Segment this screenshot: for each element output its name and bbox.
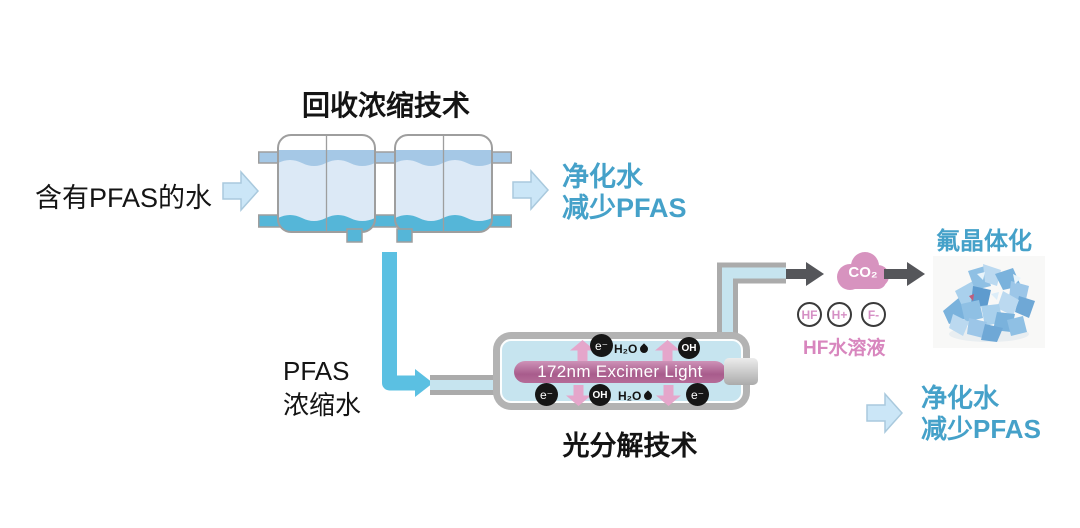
input-water-label: 含有PFAS的水 xyxy=(35,183,213,213)
electron-label: e⁻ xyxy=(539,387,553,402)
photolysis-reactor: 172nm Excimer Light e⁻ H₂O OH e⁻ OH H₂O xyxy=(493,332,758,410)
concentrate-label: PFAS 浓缩水 xyxy=(283,354,361,422)
concentrate-flow-arrow xyxy=(382,252,433,397)
hydroxyl-icon: OH xyxy=(678,337,700,359)
purified-bottom-line2: 减少PFAS xyxy=(921,414,1041,444)
water-molecule: H₂O xyxy=(618,389,655,403)
concentrate-line1: PFAS xyxy=(283,356,350,386)
ion-circle-f: F- xyxy=(861,302,886,327)
purified-water-label-bottom: 净化水 减少PFAS xyxy=(921,383,1041,445)
purified-flow-arrow-bottom-icon xyxy=(866,392,904,434)
ion-hf-label: HF xyxy=(801,307,818,322)
tank-top-pipe xyxy=(258,151,512,164)
tank-drain-nozzle xyxy=(396,228,413,243)
ion-circle-hf: HF xyxy=(797,302,822,327)
hydroxyl-icon: OH xyxy=(589,384,611,406)
ion-circle-h: H+ xyxy=(827,302,852,327)
hydroxyl-label: OH xyxy=(681,342,697,354)
recovery-title: 回收浓缩技术 xyxy=(301,90,470,121)
electron-icon: e⁻ xyxy=(535,383,558,406)
electron-label: e⁻ xyxy=(594,338,608,353)
input-flow-arrow-icon xyxy=(222,170,260,212)
tank-2 xyxy=(394,134,493,233)
reactor-outlet-pipe xyxy=(717,262,786,347)
lamp-label: 172nm Excimer Light xyxy=(537,362,703,381)
water-molecule: H₂O xyxy=(614,342,651,356)
hydroxyl-label: OH xyxy=(592,389,608,401)
ion-f-label: F- xyxy=(867,307,880,322)
purified-top-line2: 减少PFAS xyxy=(562,193,687,223)
co2-cloud xyxy=(837,252,889,290)
water-label: H₂O xyxy=(618,389,642,403)
crystal-flow-arrow-icon xyxy=(884,262,925,286)
purified-top-line1: 净化水 xyxy=(562,162,643,192)
purified-flow-arrow-top-icon xyxy=(512,169,550,211)
water-label: H₂O xyxy=(614,342,638,356)
excimer-lamp: 172nm Excimer Light xyxy=(514,361,726,383)
co2-label: CO₂ xyxy=(848,263,878,281)
lamp-endcap xyxy=(724,358,758,385)
purified-water-label-top: 净化水 减少PFAS xyxy=(562,162,687,224)
fluorite-crystal-image xyxy=(933,256,1045,348)
droplet-icon xyxy=(638,343,651,355)
tank-1 xyxy=(277,134,376,233)
hf-solution-label: HF水溶液 xyxy=(803,338,886,359)
co2-flow-arrow-icon xyxy=(783,262,824,286)
electron-label: e⁻ xyxy=(690,387,704,402)
electron-icon: e⁻ xyxy=(590,334,613,357)
tank-drain-nozzle xyxy=(346,228,363,243)
purified-bottom-line1: 净化水 xyxy=(921,383,1000,413)
crystal-title: 氟晶体化 xyxy=(936,228,1032,255)
ion-h-label: H+ xyxy=(831,307,848,322)
reactor-inlet-pipe xyxy=(430,375,502,395)
electron-icon: e⁻ xyxy=(686,383,709,406)
concentration-tank-system xyxy=(258,134,512,243)
photolysis-title: 光分解技术 xyxy=(562,431,698,461)
concentrate-line2: 浓缩水 xyxy=(283,390,362,420)
droplet-icon xyxy=(642,390,655,402)
